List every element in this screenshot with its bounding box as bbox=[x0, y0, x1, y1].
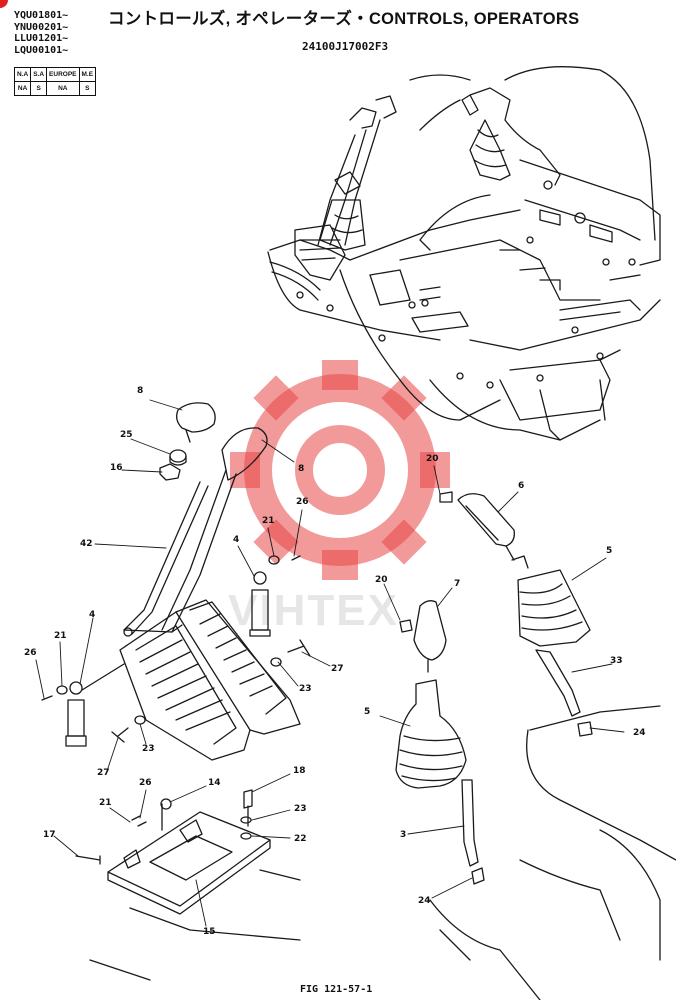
serial-3: LLU01201~ bbox=[14, 33, 69, 44]
callout-20-lower: 20 bbox=[375, 575, 388, 585]
serial-4: LQU00101~ bbox=[14, 44, 69, 56]
callout-26-lower: 26 bbox=[139, 778, 152, 788]
callout-26-right: 26 bbox=[296, 497, 309, 507]
market-value: NA bbox=[46, 81, 80, 96]
market-value: S bbox=[30, 81, 48, 96]
callout-17: 17 bbox=[43, 830, 56, 840]
callout-7: 7 bbox=[454, 579, 461, 589]
callout-20-upper: 20 bbox=[426, 454, 439, 464]
callout-8-knob: 8 bbox=[137, 386, 144, 396]
callout-4-right: 4 bbox=[233, 535, 240, 545]
callout-23-right: 23 bbox=[299, 684, 312, 694]
joystick-assembly bbox=[395, 491, 676, 1000]
market-table: N.A S.A EUROPE M.E NA S NA S bbox=[13, 67, 97, 96]
callout-3: 3 bbox=[400, 830, 407, 840]
callout-42: 42 bbox=[80, 539, 93, 549]
console-assembly bbox=[267, 66, 661, 441]
callout-27-left: 27 bbox=[97, 768, 110, 778]
market-value: S bbox=[78, 81, 97, 96]
callout-24-upper: 24 bbox=[633, 728, 646, 738]
callout-24-lower: 24 bbox=[418, 896, 431, 906]
figure-label: FIG 121-57-1 bbox=[300, 984, 373, 995]
leader-lines bbox=[35, 399, 625, 927]
callout-8-grip: 8 bbox=[298, 464, 305, 474]
market-value: NA bbox=[13, 81, 32, 96]
callout-21-lower: 21 bbox=[99, 798, 112, 808]
callout-21-right: 21 bbox=[262, 516, 275, 526]
serial-2: YNU00201~ bbox=[14, 21, 69, 33]
callout-14: 14 bbox=[208, 778, 221, 788]
callout-5-lower: 5 bbox=[364, 707, 371, 717]
callout-4-left: 4 bbox=[89, 610, 96, 620]
callout-33: 33 bbox=[610, 656, 623, 666]
serial-numbers: YQU01801~ YNU00201~ LLU01201~ LQU00101~ bbox=[14, 10, 68, 56]
callout-22: 22 bbox=[294, 834, 307, 844]
callout-18: 18 bbox=[293, 766, 306, 776]
serial-1: YQU01801~ bbox=[14, 10, 69, 21]
watermark-text: VIHTEX bbox=[228, 586, 399, 635]
callout-27-right: 27 bbox=[331, 664, 344, 674]
page-title: コントロールズ, オペレーターズ・CONTROLS, OPERATORS bbox=[108, 10, 580, 28]
callout-23-lower: 23 bbox=[294, 804, 307, 814]
callout-16: 16 bbox=[110, 463, 123, 473]
market-header: N.A bbox=[13, 67, 32, 82]
callout-23-left: 23 bbox=[142, 744, 155, 754]
callout-21-left: 21 bbox=[54, 631, 67, 641]
callout-26-left: 26 bbox=[24, 648, 37, 658]
callout-5-upper: 5 bbox=[606, 546, 613, 556]
pedal-lever-assembly bbox=[41, 402, 311, 981]
callout-25: 25 bbox=[120, 430, 133, 440]
callout-6: 6 bbox=[518, 481, 525, 491]
callout-15: 15 bbox=[203, 927, 216, 937]
corner-marker bbox=[0, 0, 8, 8]
part-number: 24100J17002F3 bbox=[302, 40, 389, 53]
